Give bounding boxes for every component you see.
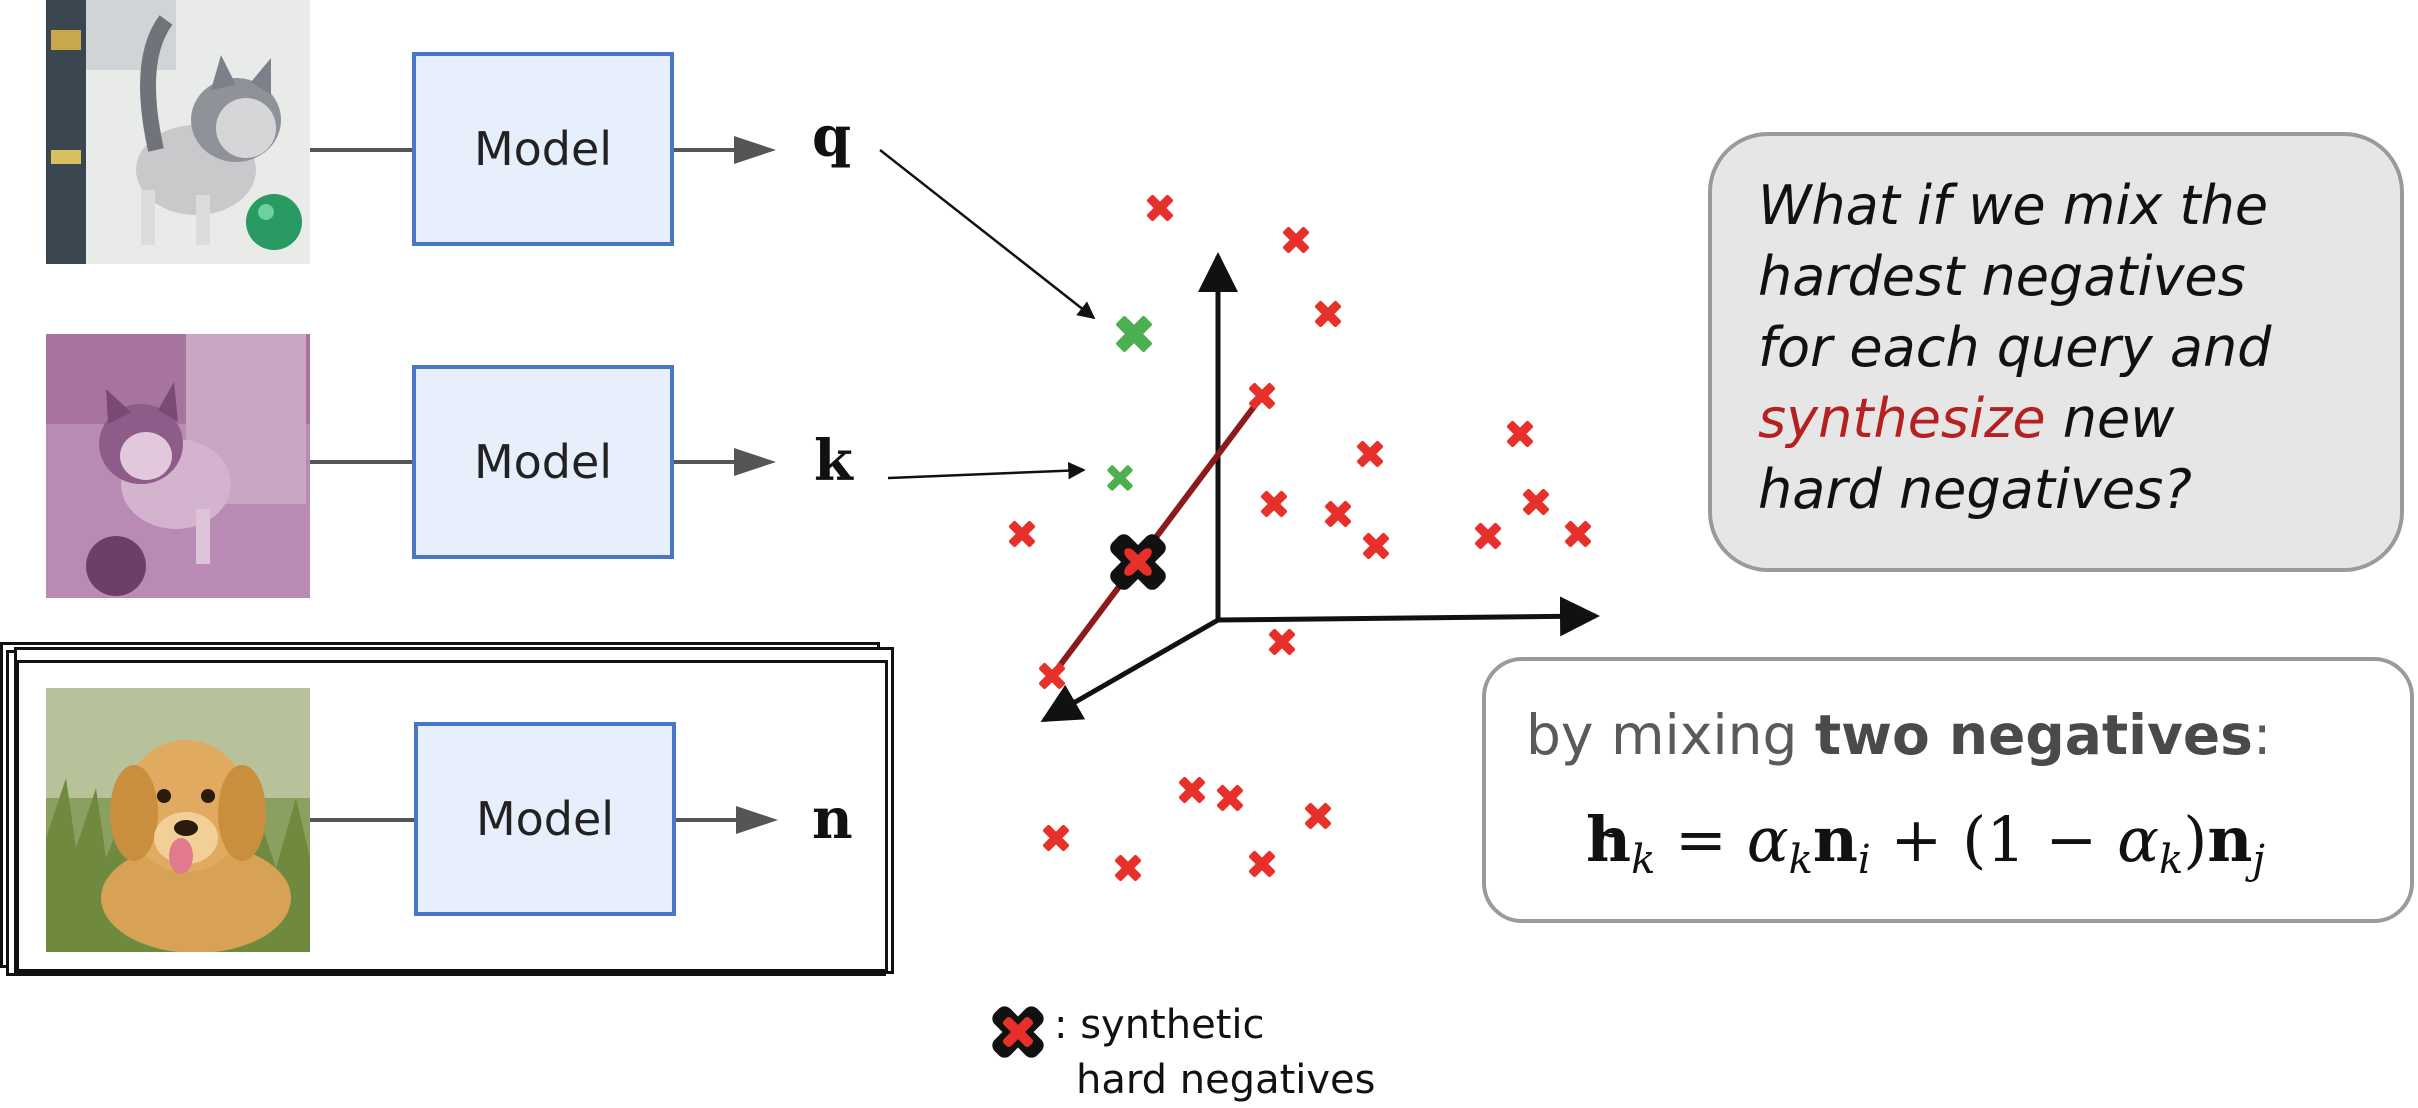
question-line-4: synthesize new bbox=[1758, 383, 2380, 454]
model-label: Model bbox=[473, 435, 613, 489]
synthetic-negative-legend-icon bbox=[992, 1006, 1044, 1058]
mixing-formula-box: by mixing two negatives: hk = αkni + (1 … bbox=[1482, 657, 2414, 923]
negative-marker bbox=[1269, 629, 1295, 655]
formula-h: h bbox=[1586, 803, 1632, 876]
query-positive-marker bbox=[1116, 316, 1152, 352]
formula-n-1: n bbox=[1812, 803, 1858, 876]
formula-k-sub-2: k bbox=[1788, 837, 1813, 883]
arrow-head-icon bbox=[734, 136, 776, 164]
connector-line bbox=[310, 148, 412, 152]
model-label: Model bbox=[473, 122, 613, 176]
mixing-emphasis: two negatives bbox=[1814, 703, 2253, 767]
formula-alpha-2: α bbox=[2117, 803, 2159, 876]
key-pointer-arrow bbox=[887, 461, 1086, 480]
arrow-head-icon bbox=[736, 806, 778, 834]
key-vector-label: k bbox=[814, 428, 853, 494]
connector-line bbox=[674, 148, 734, 152]
axis-z bbox=[1040, 617, 1220, 723]
negative-marker bbox=[1115, 855, 1141, 881]
formula-eq: = bbox=[1655, 803, 1747, 876]
negative-marker bbox=[1261, 491, 1287, 517]
key-positive-marker bbox=[1107, 465, 1133, 491]
model-label: Model bbox=[475, 792, 615, 846]
negative-marker bbox=[1315, 301, 1341, 327]
negative-marker bbox=[1179, 777, 1205, 803]
model-box-query: Model bbox=[412, 52, 674, 246]
formula-n-2: n bbox=[2207, 803, 2253, 876]
axis-x bbox=[1217, 596, 1600, 637]
legend-text: : synthetic hard negatives bbox=[1054, 998, 1376, 1108]
connector-line bbox=[676, 818, 736, 822]
negative-marker bbox=[1009, 521, 1035, 547]
mixing-prefix: by mixing bbox=[1526, 703, 1815, 767]
formula-j-sub: j bbox=[2252, 837, 2265, 883]
negative-marker bbox=[1283, 227, 1309, 253]
negative-marker bbox=[1217, 785, 1243, 811]
question-highlight: synthesize bbox=[1758, 387, 2046, 450]
query-pointer-arrow bbox=[879, 149, 1096, 320]
formula-i-sub: i bbox=[1857, 837, 1871, 883]
augmented-kitten-image bbox=[46, 334, 310, 598]
mixing-description: by mixing two negatives: bbox=[1526, 703, 2271, 767]
formula-alpha-1: α bbox=[1746, 803, 1789, 876]
question-line-2: hardest negatives bbox=[1758, 245, 2246, 308]
connector-line bbox=[310, 460, 412, 464]
question-line-1: What if we mix the bbox=[1758, 174, 2269, 237]
question-line-5: hard negatives? bbox=[1758, 458, 2192, 521]
formula-close: ) bbox=[2183, 803, 2208, 876]
connector-line bbox=[310, 818, 414, 822]
puppy-image bbox=[46, 688, 310, 952]
question-line-3: for each query and bbox=[1758, 316, 2272, 379]
connector-line bbox=[674, 460, 734, 464]
negative-vector-label: n bbox=[812, 786, 853, 852]
negative-marker bbox=[1039, 663, 1065, 689]
negative-marker bbox=[1043, 825, 1069, 851]
legend-line-2: hard negatives bbox=[1076, 1057, 1376, 1103]
negative-marker bbox=[1249, 851, 1275, 877]
question-line-4-rest: new bbox=[2045, 387, 2175, 450]
synthetic-negative-marker bbox=[1110, 534, 1166, 590]
negative-marker bbox=[1363, 533, 1389, 559]
question-callout: What if we mix the hardest negatives for… bbox=[1708, 132, 2404, 572]
mixing-suffix: : bbox=[2252, 703, 2272, 767]
negative-marker bbox=[1523, 489, 1549, 515]
negative-marker bbox=[1249, 383, 1275, 409]
kitten-image bbox=[46, 0, 310, 264]
negative-marker bbox=[1325, 501, 1351, 527]
negative-marker bbox=[1565, 521, 1591, 547]
negative-marker bbox=[1475, 523, 1501, 549]
formula-k-sub: k bbox=[1631, 837, 1656, 883]
legend-line-1: : synthetic bbox=[1054, 1002, 1265, 1048]
negative-marker bbox=[1147, 195, 1173, 221]
arrow-head-icon bbox=[734, 448, 776, 476]
mixing-formula: hk = αkni + (1 − αk)nj bbox=[1586, 803, 2265, 883]
negative-marker bbox=[1305, 803, 1331, 829]
model-box-key: Model bbox=[412, 365, 674, 559]
formula-k-sub-3: k bbox=[2158, 837, 2184, 883]
model-box-negative: Model bbox=[414, 722, 676, 916]
negative-marker bbox=[1357, 441, 1383, 467]
formula-tilde: ~ bbox=[1590, 811, 1624, 857]
formula-plus: + (1 − bbox=[1870, 803, 2118, 876]
negative-marker bbox=[1507, 421, 1533, 447]
query-vector-label: q bbox=[812, 104, 852, 170]
